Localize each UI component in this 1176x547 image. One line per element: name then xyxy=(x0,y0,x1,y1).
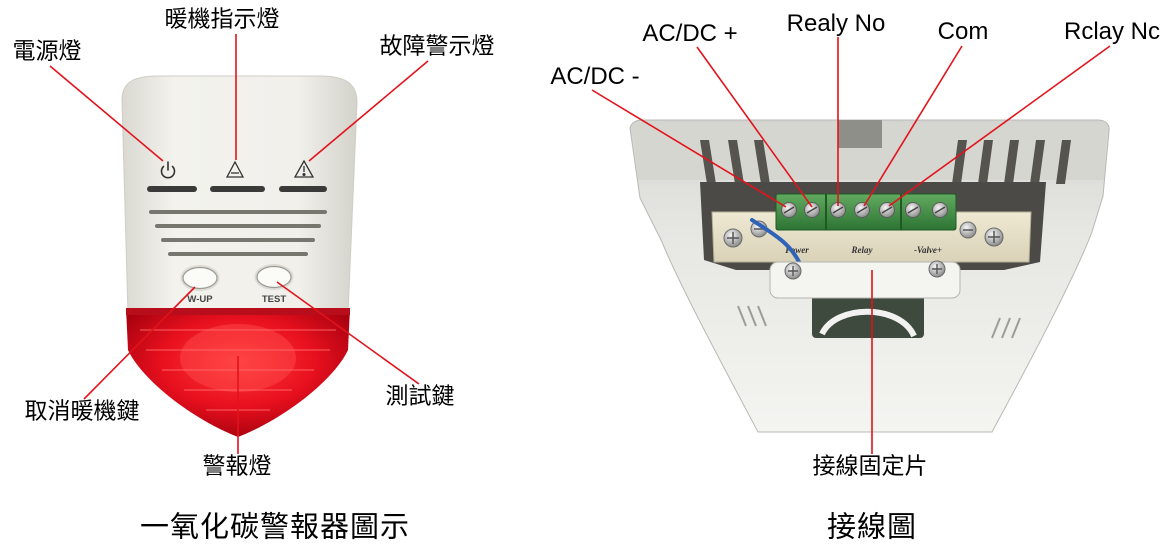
grille-slit xyxy=(155,224,321,228)
leader-lines xyxy=(49,34,1111,454)
label-fixing-plate: 接線固定片 xyxy=(812,453,928,480)
label-relay-no: Realy No xyxy=(786,10,886,37)
screw-slot xyxy=(788,266,798,276)
tray-vent xyxy=(1011,317,1021,339)
tray-vents xyxy=(737,305,1021,339)
screw-slot xyxy=(881,206,893,214)
lens-rim xyxy=(126,308,350,315)
alarm-body xyxy=(121,75,358,315)
terminal-screw-slots xyxy=(783,206,946,214)
screw-slot xyxy=(932,264,942,274)
vent-slot xyxy=(728,140,744,184)
screw-slot xyxy=(806,206,818,214)
speaker-grille xyxy=(149,210,327,256)
vent-slot xyxy=(1030,140,1045,184)
board-label-relay: Relay xyxy=(851,245,874,255)
leader-com xyxy=(863,45,963,207)
leader-cancel-warmup-key xyxy=(83,286,196,400)
grille-slit xyxy=(149,210,327,214)
leader-ac-dc-plus xyxy=(696,46,813,208)
test-button-label: TEST xyxy=(262,294,286,305)
label-fault-led: 故障警示燈 xyxy=(379,33,495,60)
label-test-key: 測試鍵 xyxy=(385,383,455,410)
warmup-triangle-outline xyxy=(225,160,245,178)
blue-wire xyxy=(750,218,802,266)
wire-recess xyxy=(812,294,924,338)
test-button-cap xyxy=(256,265,292,289)
vent-slot xyxy=(754,140,770,184)
board-label-valve: -Valve+ xyxy=(914,245,942,255)
vent-slot xyxy=(952,140,967,184)
screw-icon xyxy=(959,221,977,239)
leader-ac-dc-minus xyxy=(591,89,787,208)
top-notch xyxy=(838,120,882,148)
grille-slit xyxy=(168,252,308,256)
screw-slot xyxy=(832,206,844,214)
housing-vents xyxy=(700,140,1071,184)
label-warmup-led: 暖機指示燈 xyxy=(164,6,280,33)
wiring-terminal-device: Power Relay -Valve+ xyxy=(629,119,1110,433)
label-com: Com xyxy=(937,18,989,45)
caption-co-alarm: 一氧化碳警報器圖示 xyxy=(139,509,411,544)
label-power-led: 電源燈 xyxy=(12,38,82,65)
tray-vent xyxy=(737,305,747,327)
white-wire xyxy=(819,308,917,338)
warning-triangle-icon xyxy=(293,159,315,178)
screw-slot xyxy=(907,206,919,214)
vent-slot xyxy=(1004,140,1019,184)
leader-power-led xyxy=(49,65,164,162)
warning-exclamation-dot xyxy=(302,172,306,177)
co-alarm-device: W-UP TEST xyxy=(121,75,358,437)
leader-relay-nc xyxy=(888,45,1111,207)
screw-slot xyxy=(856,206,868,214)
leader-fault-led xyxy=(308,60,429,162)
tray-vent xyxy=(991,317,1001,339)
terminal-block xyxy=(775,193,957,231)
power-led-window xyxy=(147,186,197,192)
warmup-triangle-icon xyxy=(225,160,245,178)
board-label-power: Power xyxy=(785,245,809,255)
screw-icon xyxy=(723,228,743,248)
fixing-bracket xyxy=(769,260,961,299)
screw-slot xyxy=(727,232,739,244)
tray-vent xyxy=(757,305,767,327)
label-ac-dc-plus: AC/DC + xyxy=(642,20,738,47)
screw-slot xyxy=(783,206,795,214)
grille-slit xyxy=(161,238,315,242)
leader-test-key xyxy=(276,281,420,385)
fixing-bracket-body xyxy=(769,261,961,299)
caption-wiring-diagram: 接線圖 xyxy=(826,509,918,544)
power-icon xyxy=(160,161,176,179)
screw-slot xyxy=(934,206,946,214)
label-relay-nc: Rclay Nc xyxy=(1063,18,1161,45)
warmup-led-window xyxy=(210,186,265,192)
screw-icon xyxy=(928,260,946,278)
tray-vent xyxy=(1001,317,1011,339)
screw-icon xyxy=(984,227,1004,247)
screw-slot xyxy=(988,231,1000,243)
fault-led-window xyxy=(279,186,327,192)
plate-screws xyxy=(723,220,1004,248)
power-icon-arc xyxy=(160,165,176,179)
test-button: TEST xyxy=(254,264,294,305)
warmup-button: W-UP xyxy=(180,265,220,305)
vent-slot xyxy=(1056,140,1071,184)
warning-triangle-outline xyxy=(293,159,315,178)
label-ac-dc-minus: AC/DC - xyxy=(550,63,640,90)
warmup-button-label: W-UP xyxy=(187,294,213,305)
vent-slot xyxy=(978,140,993,184)
label-alarm-light: 警報燈 xyxy=(202,453,272,480)
tray-vent xyxy=(747,305,757,327)
vent-slot xyxy=(700,140,716,184)
screw-icon xyxy=(784,262,802,280)
label-cancel-warmup-key: 取消暖機鍵 xyxy=(24,398,140,425)
warmup-button-cap xyxy=(182,266,218,290)
